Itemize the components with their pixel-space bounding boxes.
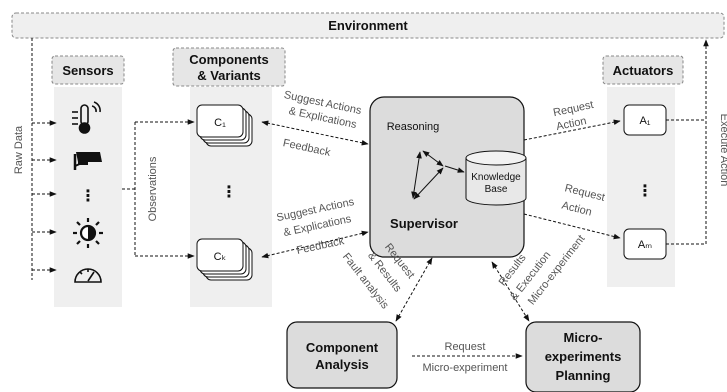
actuator-a1-label: A₁ xyxy=(639,115,650,127)
top-feedback: Feedback xyxy=(282,137,332,159)
bottom-micro-experiment-label: Micro-experiment xyxy=(423,362,508,374)
bottom-request-label: Request xyxy=(445,341,486,353)
sensors-header xyxy=(51,55,125,85)
knowledge-base-label-1: Knowledge xyxy=(471,172,521,183)
sensors-title: Sensors xyxy=(62,63,113,78)
top-suggest-arrow xyxy=(261,120,369,146)
observations-label: Observations xyxy=(147,156,159,221)
environment-label: Environment xyxy=(328,18,408,33)
reasoning-label: Reasoning xyxy=(387,121,440,133)
component-analysis-box xyxy=(286,321,398,389)
bottom-suggest-arrow xyxy=(261,230,369,259)
sensor-vertical-ellipsis-icon: ⋮ xyxy=(80,188,96,205)
reasoning-edge-3 xyxy=(413,167,444,200)
request-action-bottom-2: Action xyxy=(560,200,593,219)
environment-bar xyxy=(11,12,725,39)
actuators-header xyxy=(602,55,684,85)
security-camera-icon xyxy=(73,152,102,170)
component-c1-stack xyxy=(196,104,253,147)
component-analysis-arrow xyxy=(395,257,433,322)
actuator-ellipsis-icon: ⋮ xyxy=(637,183,653,200)
component-ck-stack xyxy=(196,238,253,281)
request-action-arrow-a1 xyxy=(523,119,621,141)
knowledge-base-label-2: Base xyxy=(485,184,508,195)
component-analysis-line1: Component xyxy=(306,340,379,355)
reasoning-to-kb xyxy=(444,165,465,173)
actuators-title: Actuators xyxy=(613,63,674,78)
micro-planning-line1: Micro- xyxy=(564,330,603,345)
component-analysis-line2: Analysis xyxy=(315,357,368,372)
brightness-icon xyxy=(73,218,103,248)
component-ck-label: Cₖ xyxy=(214,251,227,263)
reasoning-edge-1 xyxy=(422,150,444,167)
micro-planning-line2: experiments xyxy=(545,349,622,364)
components-header xyxy=(172,47,286,87)
micro-planning-arrow xyxy=(491,261,530,322)
micro-planning-box xyxy=(525,321,641,392)
gauge-icon xyxy=(74,268,102,283)
request-action-arrow-am xyxy=(523,213,621,240)
knowledge-base-cylinder xyxy=(465,150,527,206)
execute-action-label: Execute Action xyxy=(718,114,727,187)
raw-data-label: Raw Data xyxy=(13,125,25,174)
bottom-feedback: Feedback xyxy=(296,235,346,257)
thermometer-icon xyxy=(72,101,101,134)
supervisor-title: Supervisor xyxy=(390,216,458,231)
components-title-line1: Components xyxy=(189,52,268,67)
actuator-am-label: Aₘ xyxy=(638,239,652,251)
component-ellipsis-icon: ⋮ xyxy=(221,184,237,201)
components-title-line2: & Variants xyxy=(197,68,261,83)
micro-planning-line3: Planning xyxy=(556,368,611,383)
component-c1-label: C₁ xyxy=(214,117,226,129)
request-action-top-1: Request xyxy=(552,99,595,119)
